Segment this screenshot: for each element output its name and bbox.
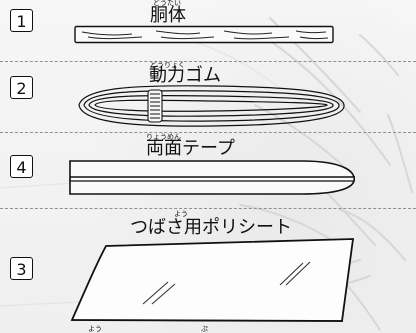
- part-row-rubber: 2 どうりょく 動力ゴム: [0, 62, 416, 132]
- part-name: 動力ゴム: [149, 65, 221, 86]
- section-divider: [0, 132, 416, 133]
- part-name: 胴体: [150, 5, 186, 26]
- part-name: 両面テープ: [146, 138, 235, 159]
- part-row-body: 1 どうたい 胴体: [0, 0, 416, 60]
- part-ruby: りょうめん: [146, 133, 181, 141]
- wing-sheet-drawing: [70, 238, 355, 322]
- part-ruby: よう: [174, 210, 188, 218]
- part-name: つばさ用ポリシート: [130, 217, 292, 238]
- part-row-sheet: 3 よう つばさ用ポリシート よう ぷ: [0, 209, 416, 333]
- bottom-mark-left: よう: [88, 325, 102, 333]
- section-divider: [0, 61, 416, 62]
- double-sided-tape-drawing: [69, 160, 355, 195]
- rubber-band-drawing: [78, 85, 345, 127]
- part-ruby: どうりょく: [150, 61, 185, 69]
- section-divider: [0, 208, 416, 209]
- part-number-box: 2: [10, 76, 33, 99]
- part-number-box: 4: [10, 155, 33, 178]
- part-ruby: どうたい: [153, 0, 181, 7]
- fuselage-stick-drawing: [74, 25, 334, 44]
- part-number-box: 1: [10, 9, 33, 32]
- bottom-mark-right: ぷ: [201, 325, 208, 333]
- part-row-tape: 4 りょうめん 両面テープ: [0, 133, 416, 206]
- part-number-box: 3: [10, 257, 33, 280]
